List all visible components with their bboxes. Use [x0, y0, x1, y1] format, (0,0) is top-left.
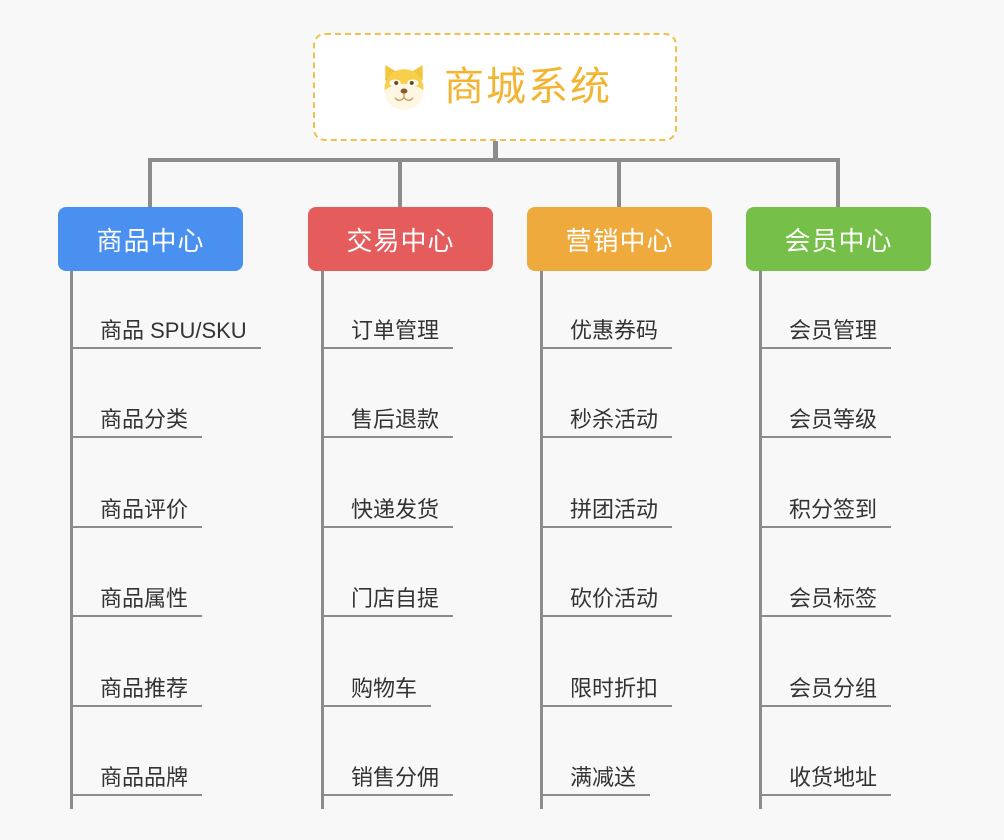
leaf-item-2-3[interactable]: 快递发货 — [321, 484, 454, 528]
connector-drop-4 — [836, 158, 840, 208]
connector-drop-1 — [148, 158, 152, 208]
leaf-label-1-5: 商品推荐 — [100, 675, 189, 701]
root-title: 商城系统 — [444, 65, 612, 109]
leaf-item-3-3[interactable]: 拼团活动 — [540, 484, 673, 528]
leaf-item-1-6[interactable]: 商品品牌 — [70, 752, 203, 796]
leaf-label-1-1: 商品 SPU/SKU — [100, 317, 247, 343]
leaf-label-2-3: 快递发货 — [351, 496, 440, 522]
leaf-label-3-4: 砍价活动 — [570, 585, 659, 611]
leaf-label-4-1: 会员管理 — [789, 317, 878, 343]
leaf-label-3-1: 优惠券码 — [570, 317, 659, 343]
leaf-label-2-5: 购物车 — [351, 675, 418, 701]
leaf-item-3-1[interactable]: 优惠券码 — [540, 305, 673, 349]
category-label-2: 交易中心 — [346, 225, 455, 256]
branch-trunk-1 — [70, 271, 73, 809]
leaf-item-4-6[interactable]: 收货地址 — [759, 752, 892, 796]
category-box-3[interactable]: 营销中心 — [527, 207, 712, 271]
shiba-dog-face-icon — [384, 65, 424, 110]
category-label-1: 商品中心 — [96, 225, 205, 256]
leaf-label-4-2: 会员等级 — [789, 406, 878, 432]
category-label-4: 会员中心 — [784, 225, 893, 256]
branch-trunk-2 — [321, 271, 324, 809]
leaf-label-4-4: 会员标签 — [789, 585, 878, 611]
leaf-label-3-6: 满减送 — [570, 764, 637, 790]
leaf-item-4-4[interactable]: 会员标签 — [759, 573, 892, 617]
connector-drop-3 — [617, 158, 621, 208]
leaf-label-2-6: 销售分佣 — [351, 764, 440, 790]
leaf-item-2-4[interactable]: 门店自提 — [321, 573, 454, 617]
leaf-item-3-2[interactable]: 秒杀活动 — [540, 394, 673, 438]
category-box-1[interactable]: 商品中心 — [58, 207, 243, 271]
category-label-3: 营销中心 — [565, 225, 674, 256]
leaf-label-1-6: 商品品牌 — [100, 764, 189, 790]
leaf-item-1-5[interactable]: 商品推荐 — [70, 663, 203, 707]
connector-horizontal-bus — [148, 158, 840, 162]
leaf-label-1-3: 商品评价 — [100, 496, 189, 522]
leaf-label-2-4: 门店自提 — [351, 585, 440, 611]
leaf-item-3-6[interactable]: 满减送 — [540, 752, 651, 796]
connector-drop-2 — [398, 158, 402, 208]
leaf-item-2-2[interactable]: 售后退款 — [321, 394, 454, 438]
leaf-item-1-4[interactable]: 商品属性 — [70, 573, 203, 617]
leaf-item-1-1[interactable]: 商品 SPU/SKU — [70, 305, 261, 349]
leaf-label-2-1: 订单管理 — [351, 317, 440, 343]
leaf-item-2-1[interactable]: 订单管理 — [321, 305, 454, 349]
leaf-label-1-2: 商品分类 — [100, 406, 189, 432]
leaf-item-4-5[interactable]: 会员分组 — [759, 663, 892, 707]
leaf-item-2-5[interactable]: 购物车 — [321, 663, 432, 707]
leaf-item-4-3[interactable]: 积分签到 — [759, 484, 892, 528]
category-box-4[interactable]: 会员中心 — [746, 207, 931, 271]
leaf-label-4-6: 收货地址 — [789, 764, 878, 790]
leaf-item-3-4[interactable]: 砍价活动 — [540, 573, 673, 617]
leaf-item-2-6[interactable]: 销售分佣 — [321, 752, 454, 796]
leaf-label-1-4: 商品属性 — [100, 585, 189, 611]
category-box-2[interactable]: 交易中心 — [308, 207, 493, 271]
leaf-label-4-3: 积分签到 — [789, 496, 878, 522]
leaf-item-1-3[interactable]: 商品评价 — [70, 484, 203, 528]
leaf-item-3-5[interactable]: 限时折扣 — [540, 663, 673, 707]
leaf-label-2-2: 售后退款 — [351, 406, 440, 432]
leaf-label-3-2: 秒杀活动 — [570, 406, 659, 432]
leaf-item-4-2[interactable]: 会员等级 — [759, 394, 892, 438]
branch-trunk-3 — [540, 271, 543, 809]
leaf-item-4-1[interactable]: 会员管理 — [759, 305, 892, 349]
connector-root-stem — [493, 141, 498, 162]
root-node[interactable]: 商城系统 — [313, 33, 677, 141]
leaf-label-3-3: 拼团活动 — [570, 496, 659, 522]
branch-trunk-4 — [759, 271, 762, 809]
leaf-label-4-5: 会员分组 — [789, 675, 878, 701]
leaf-item-1-2[interactable]: 商品分类 — [70, 394, 203, 438]
leaf-label-3-5: 限时折扣 — [570, 675, 659, 701]
